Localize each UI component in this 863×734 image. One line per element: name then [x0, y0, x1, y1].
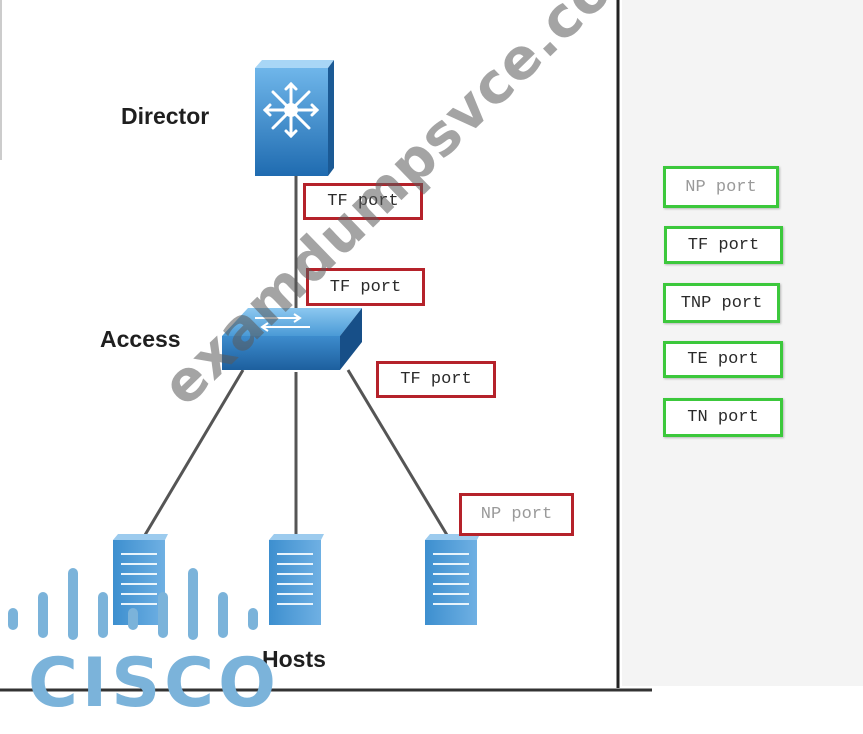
option-np-port[interactable]: NP port — [663, 166, 779, 208]
host-2 — [269, 534, 324, 625]
option-te-port[interactable]: TE port — [663, 341, 783, 378]
cisco-logo-bars — [8, 568, 258, 640]
port-slot-host[interactable]: NP port — [459, 493, 574, 536]
access-switch — [222, 308, 362, 370]
host-1 — [113, 534, 168, 625]
director-label: Director — [121, 103, 210, 129]
option-tn-port[interactable]: TN port — [663, 398, 783, 437]
port-slot-access-uplink[interactable]: TF port — [306, 268, 425, 306]
hosts-label: Hosts — [262, 646, 326, 672]
access-host3-link — [346, 369, 449, 536]
port-slot-access-downlink[interactable]: TF port — [376, 361, 496, 398]
director-device — [255, 60, 334, 176]
access-host1-link — [143, 369, 245, 536]
port-slot-director[interactable]: TF port — [303, 183, 423, 220]
option-tf-port[interactable]: TF port — [664, 226, 783, 264]
cisco-logo-text: CISCO — [28, 644, 280, 723]
access-label: Access — [100, 326, 181, 352]
option-tnp-port[interactable]: TNP port — [663, 283, 780, 323]
host-3 — [425, 534, 480, 625]
